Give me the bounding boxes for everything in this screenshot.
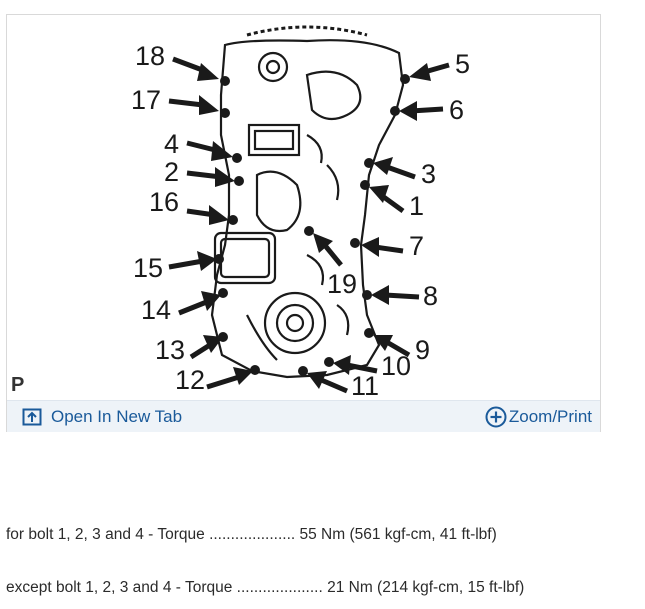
bolt-callouts: 18 17 4 2 16 15 14 13 12 5 6 3 1 7 19 8 … bbox=[131, 41, 470, 399]
callout-3: 3 bbox=[421, 159, 436, 189]
callout-2: 2 bbox=[164, 157, 179, 187]
callout-10: 10 bbox=[381, 351, 411, 381]
callout-6: 6 bbox=[449, 95, 464, 125]
callout-4: 4 bbox=[164, 129, 179, 159]
spec-dots: .................... bbox=[232, 579, 323, 596]
torque-spec-bolts-1-4: for bolt 1, 2, 3 and 4 - Torque ........… bbox=[6, 526, 497, 544]
callout-9: 9 bbox=[415, 335, 430, 365]
torque-spec-other-bolts: except bolt 1, 2, 3 and 4 - Torque .....… bbox=[6, 579, 524, 597]
engine-cover-diagram: 18 17 4 2 16 15 14 13 12 5 6 3 1 7 19 8 … bbox=[7, 15, 600, 399]
callout-13: 13 bbox=[155, 335, 185, 365]
callout-18: 18 bbox=[135, 41, 165, 71]
callout-8: 8 bbox=[423, 281, 438, 311]
spec-label: for bolt 1, 2, 3 and 4 - Torque bbox=[6, 526, 205, 543]
spec-label: except bolt 1, 2, 3 and 4 - Torque bbox=[6, 579, 233, 596]
callout-5: 5 bbox=[455, 49, 470, 79]
callout-19: 19 bbox=[327, 269, 357, 299]
spec-value: 55 Nm (561 kgf-cm, 41 ft-lbf) bbox=[295, 526, 497, 543]
callout-17: 17 bbox=[131, 85, 161, 115]
callout-14: 14 bbox=[141, 295, 171, 325]
spec-dots: .................... bbox=[204, 526, 296, 543]
open-in-new-tab-icon bbox=[21, 406, 43, 428]
zoom-print-label: Zoom/Print bbox=[508, 407, 592, 426]
timing-cover-illustration: 18 17 4 2 16 15 14 13 12 5 6 3 1 7 19 8 … bbox=[11, 25, 470, 399]
callout-16: 16 bbox=[149, 187, 179, 217]
callout-15: 15 bbox=[133, 253, 163, 283]
diagram-figure: 18 17 4 2 16 15 14 13 12 5 6 3 1 7 19 8 … bbox=[6, 14, 601, 432]
spec-value: 21 Nm (214 kgf-cm, 15 ft-lbf) bbox=[322, 579, 525, 596]
zoom-print-button[interactable]: Zoom/Print bbox=[485, 406, 592, 428]
figure-corner-label: P bbox=[11, 374, 24, 396]
callout-1: 1 bbox=[409, 191, 424, 221]
callout-11: 11 bbox=[351, 371, 379, 399]
callout-7: 7 bbox=[409, 231, 424, 261]
figure-toolbar: Open In New Tab Zoom/Print bbox=[7, 400, 600, 432]
open-in-new-tab-label: Open In New Tab bbox=[51, 407, 183, 426]
callout-12: 12 bbox=[175, 365, 205, 395]
zoom-plus-icon bbox=[485, 406, 507, 428]
open-in-new-tab-button[interactable]: Open In New Tab bbox=[21, 406, 182, 428]
